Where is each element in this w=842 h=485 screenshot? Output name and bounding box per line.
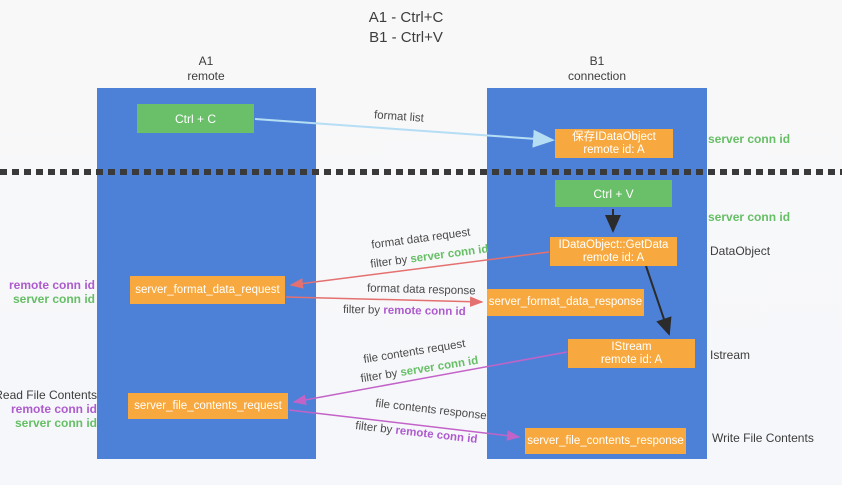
left-remote-conn-id-2: remote conn id [10, 402, 97, 416]
right-label-dataobject: DataObject [710, 244, 771, 258]
right-label-server-conn-id-mid: server conn id [708, 210, 791, 224]
left-remote-conn-id: remote conn id [8, 278, 95, 292]
edge-label-format-list: format list [373, 109, 425, 125]
lifeline-a1-role: remote [187, 69, 225, 83]
filter-by-text: filter by [359, 367, 399, 386]
edge-label-filter-remote-2: filter by remote conn id [355, 420, 478, 446]
node-save-idataobject: 保存IDataObject remote id: A [555, 129, 673, 158]
node-idataobject-getdata: IDataObject::GetData remote id: A [550, 237, 677, 266]
node-ctrl-v-label: Ctrl + V [593, 186, 634, 201]
left-label-read-file-contents-group: Read File Contents remote conn id server… [0, 388, 97, 430]
left-label-conn-ids-top: remote conn id server conn id [9, 278, 95, 306]
right-label-write-file-contents: Write File Contents [712, 431, 814, 445]
left-read-file-contents: Read File Contents [0, 388, 97, 402]
node-getdata-line2: remote id: A [582, 251, 645, 264]
server-conn-id-text: server conn id [409, 243, 490, 266]
right-label-server-conn-id-top: server conn id [708, 132, 791, 146]
node-save-idataobject-line1: 保存IDataObject [572, 130, 656, 143]
node-getdata-line1: IDataObject::GetData [558, 238, 669, 251]
node-istream-line2: remote id: A [600, 353, 663, 366]
node-file-request-label: server_file_contents_request [134, 399, 282, 412]
diagram-title: A1 - Ctrl+C B1 - Ctrl+V [369, 8, 444, 48]
node-server-file-contents-response: server_file_contents_response [525, 428, 686, 454]
edge-label-format-data-response: format data response [366, 282, 476, 298]
filter-by-text: filter by [354, 420, 393, 437]
lifeline-a1-name: A1 [198, 54, 214, 68]
node-server-format-data-request: server_format_data_request [130, 276, 285, 304]
filter-by-text: filter by [342, 303, 381, 317]
right-label-istream: Istream [710, 348, 751, 362]
node-file-response-label: server_file_contents_response [527, 434, 684, 447]
node-istream: IStream remote id: A [568, 339, 695, 368]
left-server-conn-id: server conn id [12, 292, 95, 306]
title-line-b1: B1 - Ctrl+V [369, 29, 443, 46]
lifeline-b1-role: connection [567, 69, 627, 83]
title-line-a1: A1 - Ctrl+C [368, 9, 444, 26]
edge-label-file-contents-response: file contents response [374, 397, 488, 423]
edge-label-filter-remote-1: filter by remote conn id [343, 304, 466, 318]
node-format-request-label: server_format_data_request [135, 283, 280, 296]
node-ctrl-v: Ctrl + V [555, 180, 672, 207]
node-server-file-contents-request: server_file_contents_request [128, 393, 288, 419]
node-server-format-data-response: server_format_data_response [487, 289, 644, 316]
node-ctrl-c-label: Ctrl + C [174, 111, 216, 126]
node-istream-line1: IStream [611, 340, 652, 353]
remote-conn-id-text: remote conn id [394, 424, 479, 446]
node-ctrl-c: Ctrl + C [137, 104, 254, 133]
lifeline-a1-header: A1 remote [187, 54, 224, 84]
lifeline-b1-name: B1 [589, 54, 605, 68]
remote-conn-id-text: remote conn id [383, 304, 466, 319]
lifeline-b1-header: B1 connection [568, 54, 626, 84]
filter-by-text: filter by [369, 253, 409, 271]
node-format-response-label: server_format_data_response [488, 296, 643, 308]
left-server-conn-id-2: server conn id [14, 416, 97, 430]
dotted-separator-line [0, 169, 842, 175]
node-save-idataobject-line2: remote id: A [583, 143, 645, 156]
